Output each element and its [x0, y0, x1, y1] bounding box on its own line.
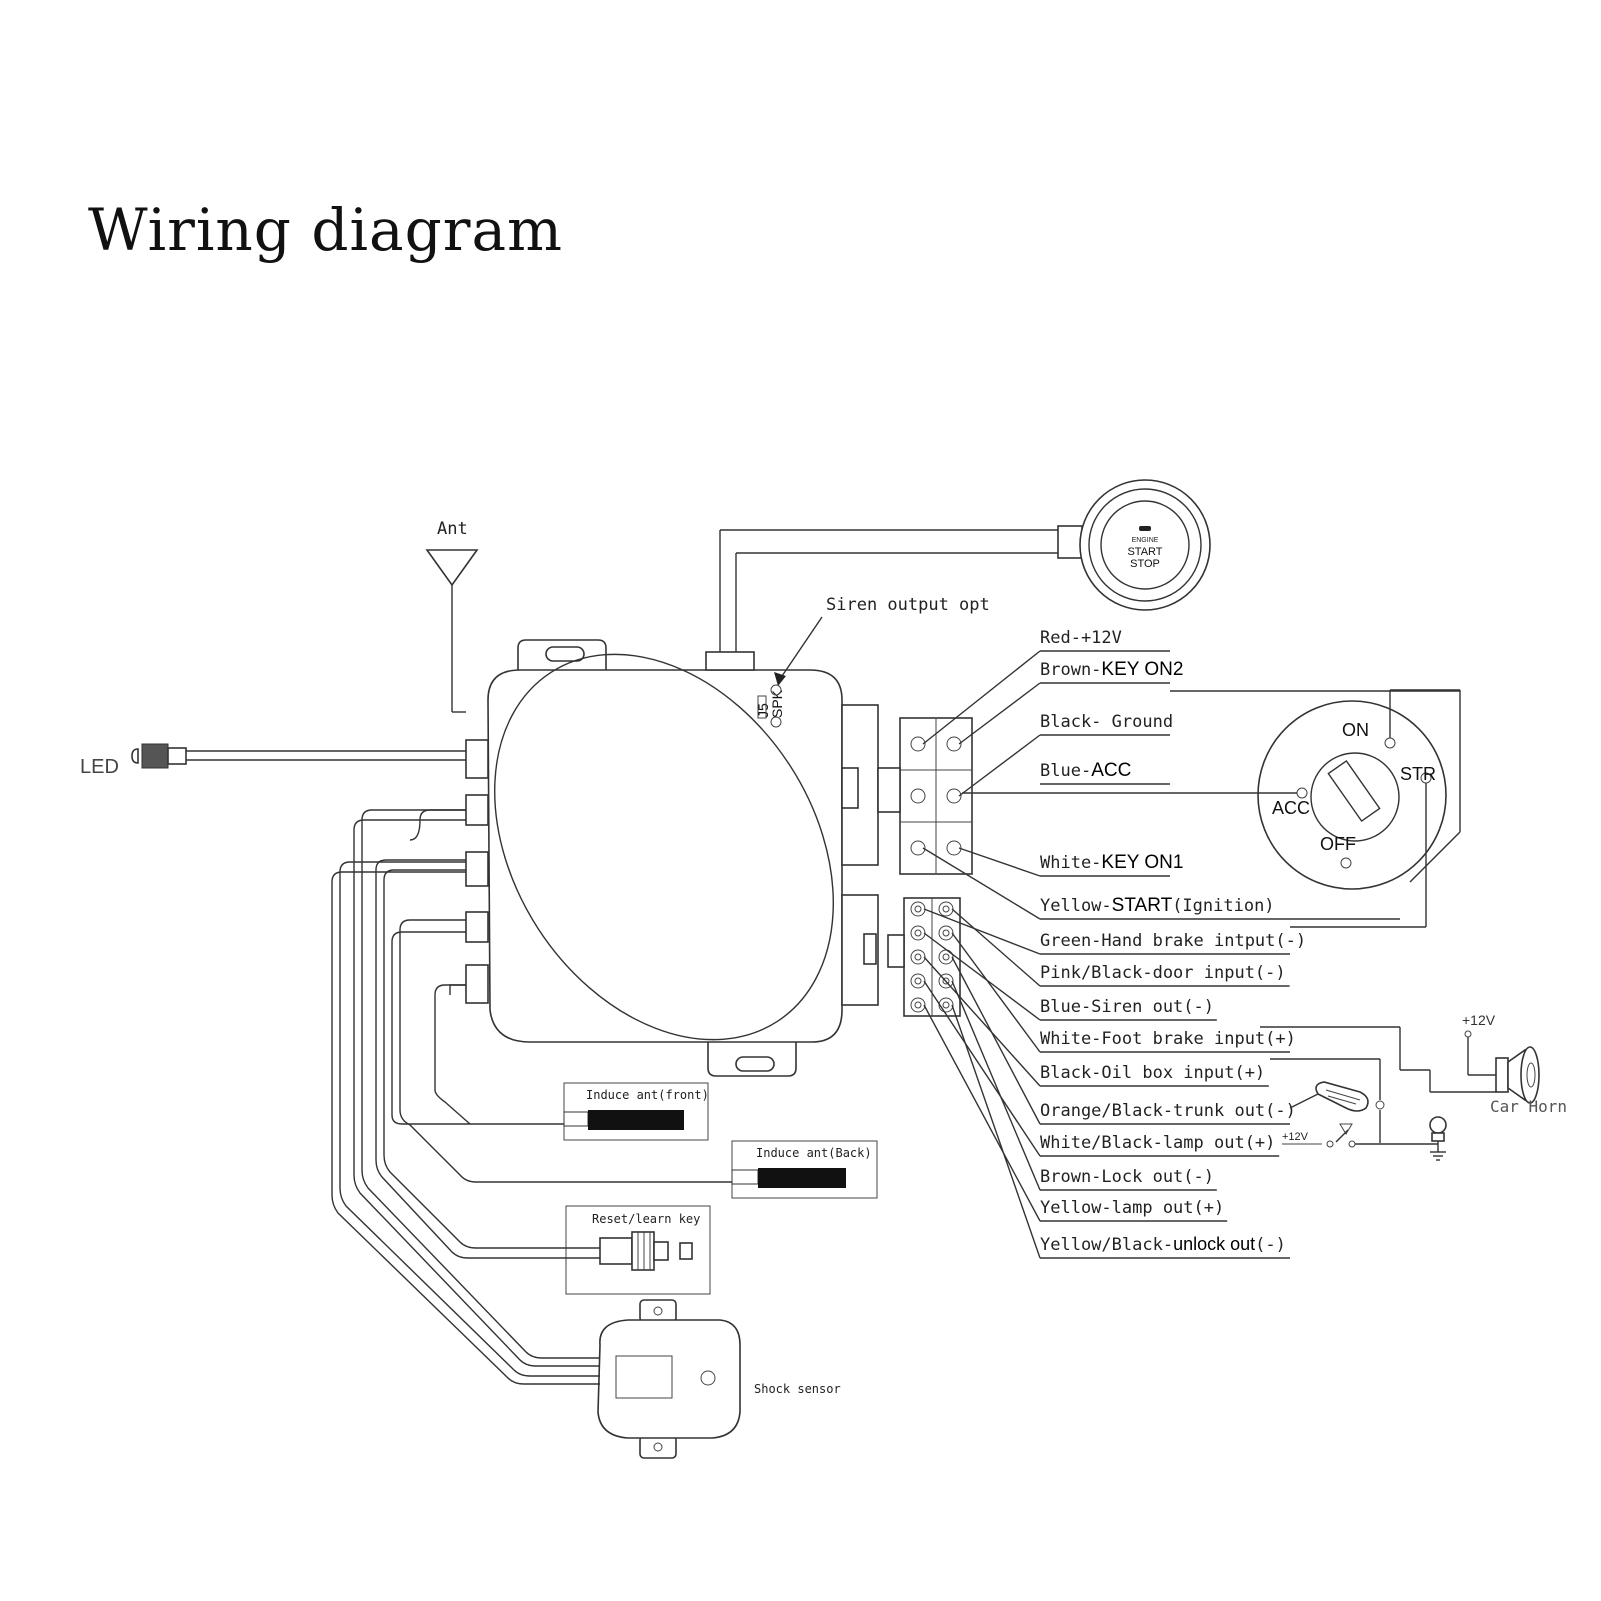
wire	[923, 1004, 1041, 1222]
wire-label: Green-Hand brake intput(-)	[1040, 931, 1306, 951]
wire	[958, 734, 1041, 797]
wire-label: Orange/Black-trunk out(-)	[1040, 1101, 1296, 1121]
button-start-text: START	[1127, 546, 1162, 558]
wire-label: Black- Ground	[1040, 712, 1173, 732]
wire-label: Yellow-START(Ignition)	[1040, 895, 1275, 916]
button-stop-text: STOP	[1130, 558, 1160, 570]
upper-pin	[946, 788, 962, 804]
lower-pin-center	[914, 1001, 922, 1009]
induce-front-label: Induce ant(front)	[586, 1088, 709, 1102]
lower-pin-center	[914, 905, 922, 913]
upper-pin	[910, 840, 926, 856]
wire-label: White/Black-lamp out(+)	[1040, 1133, 1275, 1153]
lower-pin	[938, 997, 954, 1013]
wire	[923, 908, 1041, 955]
car-horn-icon: +12V Car Horn	[1462, 1012, 1567, 1116]
wire	[923, 980, 1041, 1157]
switch-acc-label: ACC	[1272, 798, 1310, 818]
lower-connector	[887, 897, 961, 1017]
horn-voltage-label: +12V	[1462, 1012, 1496, 1028]
wire-label: Blue-Siren out(-)	[1040, 997, 1214, 1017]
wire-label: Blue-ACC	[1040, 760, 1131, 781]
wire-label: Black-Oil box input(+)	[1040, 1063, 1265, 1083]
wire	[958, 847, 1041, 877]
engine-start-stop-button: ENGINE START STOP	[719, 479, 1211, 652]
wire	[922, 650, 1041, 745]
lower-pin	[938, 925, 954, 941]
upper-pin	[910, 736, 926, 752]
wire-label: White-KEY ON1	[1040, 852, 1183, 873]
antenna-icon: Ant	[425, 519, 479, 713]
wire-label: Brown-KEY ON2	[1040, 659, 1183, 680]
wire-label: Yellow-lamp out(+)	[1040, 1198, 1224, 1218]
siren-output-label: Siren output opt	[826, 595, 990, 615]
lower-pin-center	[942, 1001, 950, 1009]
car-horn-label: Car Horn	[1490, 1097, 1567, 1116]
lower-pin	[910, 973, 926, 989]
antenna-label: Ant	[437, 519, 468, 539]
wire	[951, 932, 1041, 1053]
control-module: J5 SPK	[465, 639, 879, 1077]
page-title: Wiring diagram	[88, 196, 564, 264]
wire-label: Pink/Black-door input(-)	[1040, 963, 1286, 983]
induce-antenna-front: Induce ant(front)	[563, 1082, 709, 1141]
induce-back-label: Induce ant(Back)	[756, 1146, 872, 1160]
brake-pedal-icon	[1289, 1081, 1369, 1112]
ignition-switch: ON ACC STR OFF	[1257, 700, 1447, 890]
switch-off-label: OFF	[1320, 834, 1356, 854]
wire	[958, 682, 1041, 745]
lower-pin-center	[942, 977, 950, 985]
lower-pin	[910, 949, 926, 965]
lower-pin	[938, 973, 954, 989]
wire	[923, 932, 1041, 1021]
switch-str-label: STR	[1400, 764, 1436, 784]
led-icon: LED	[80, 743, 466, 778]
upper-pin	[946, 736, 962, 752]
wire	[951, 956, 1041, 1125]
wire	[951, 1004, 1041, 1259]
wire-label: Red-+12V	[1040, 628, 1122, 648]
lower-pin-center	[942, 953, 950, 961]
upper-pin	[910, 788, 926, 804]
shock-sensor: Shock sensor	[597, 1299, 841, 1459]
lower-pin-center	[914, 953, 922, 961]
terminal-off	[1340, 857, 1352, 869]
wire	[951, 980, 1041, 1191]
reset-learn-key: Reset/learn key	[565, 1205, 711, 1295]
lower-pin-center	[914, 929, 922, 937]
jumper-j5-label: J5	[755, 703, 771, 718]
induce-antenna-back: Induce ant(Back)	[731, 1140, 878, 1199]
wire-label: White-Foot brake input(+)	[1040, 1029, 1296, 1049]
lamp-voltage-label: +12V	[1282, 1131, 1309, 1143]
wire	[951, 908, 1041, 987]
lamp-icon	[1429, 1116, 1447, 1161]
lower-pin	[910, 997, 926, 1013]
reset-key-label: Reset/learn key	[592, 1212, 700, 1226]
wire-label: Yellow/Black-unlock out(-)	[1040, 1234, 1286, 1255]
lower-pin-center	[914, 977, 922, 985]
lower-pin-center	[942, 905, 950, 913]
lower-pin-center	[942, 929, 950, 937]
switch-on-label: ON	[1342, 720, 1369, 740]
wire-label: Brown-Lock out(-)	[1040, 1167, 1214, 1187]
button-engine-text: ENGINE	[1132, 537, 1159, 544]
led-label: LED	[80, 756, 119, 778]
jumper-spk-label: SPK	[769, 689, 785, 718]
wire	[922, 847, 1041, 920]
wire	[923, 956, 1041, 1087]
shock-sensor-label: Shock sensor	[754, 1382, 841, 1396]
